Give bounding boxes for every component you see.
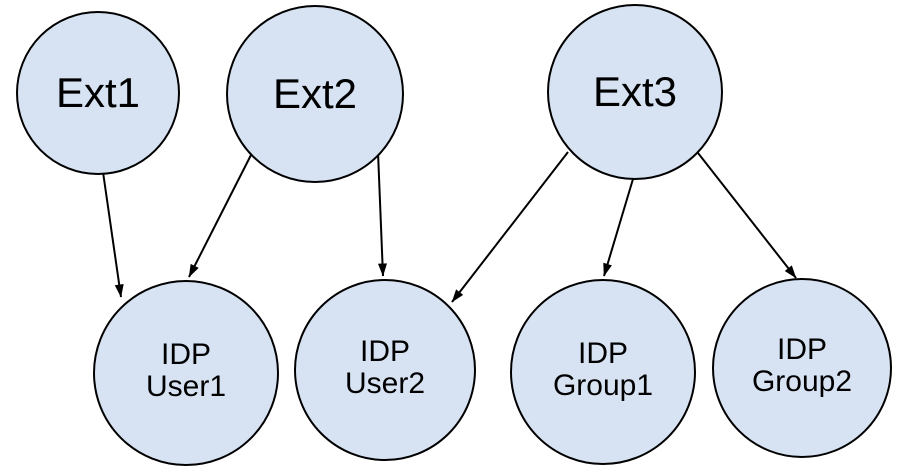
node-idp-group2 <box>712 278 892 458</box>
edge-ext3-to-idp-group1 <box>603 178 634 277</box>
node-idp-user2 <box>294 279 476 461</box>
node-ext3 <box>547 4 723 180</box>
node-idp-group1 <box>510 279 696 465</box>
node-idp-user1 <box>93 280 279 466</box>
node-ext2 <box>226 5 404 183</box>
edge-ext3-to-idp-user2 <box>451 151 569 303</box>
node-ext1 <box>16 11 180 175</box>
edge-ext2-to-idp-user1 <box>188 152 253 278</box>
edge-ext3-to-idp-group2 <box>697 152 797 279</box>
edge-ext2-to-idp-user2 <box>377 151 387 277</box>
edge-ext1-to-idp-user1 <box>102 171 124 298</box>
